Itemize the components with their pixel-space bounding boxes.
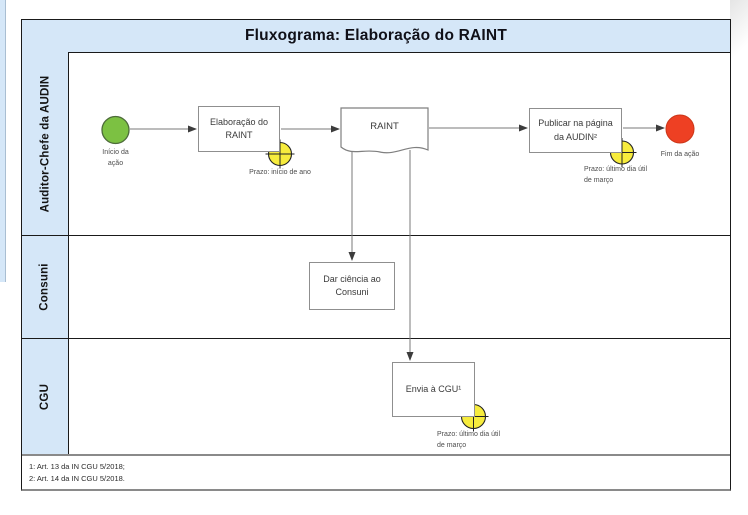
- lane-label-consuni: Consuni: [22, 236, 69, 338]
- timer-label-envia-cgu: Prazo: último dia útil de março: [437, 431, 501, 450]
- end-event-label: Fim da ação: [660, 151, 700, 158]
- task-elaboracao-raint: Elaboração do RAINT: [198, 106, 280, 152]
- footnotes-area: 1: Art. 13 da IN CGU 5/2018; 2: Art. 14 …: [22, 456, 730, 489]
- title-bar: Fluxograma: Elaboração do RAINT: [22, 20, 730, 53]
- footnote-2: 2: Art. 14 da IN CGU 5/2018.: [29, 474, 125, 483]
- adjacent-page-edge: [0, 0, 6, 282]
- timer-label-publicar: Prazo: último dia útil de março: [584, 166, 648, 185]
- task-envia-cgu: Envia à CGU¹: [392, 362, 475, 417]
- lane-label-text: Consuni: [39, 263, 51, 311]
- lane-consuni: Consuni: [22, 236, 730, 339]
- footnote-1: 1: Art. 13 da IN CGU 5/2018;: [29, 462, 125, 471]
- task-publicar-pagina-audin: Publicar na página da AUDIN²: [529, 108, 622, 153]
- document-raint-label: RAINT: [370, 120, 399, 132]
- start-event-label: Início da ação: [102, 149, 129, 168]
- lane-label-cgu: CGU: [22, 339, 69, 454]
- task-dar-ciencia-consuni: Dar ciência ao Consuni: [309, 262, 395, 310]
- lane-label-auditor-chefe-audin: Auditor-Chefe da AUDIN: [22, 52, 69, 235]
- lane-cgu: CGU: [22, 339, 730, 456]
- page-title: Fluxograma: Elaboração do RAINT: [245, 27, 507, 44]
- timer-label-inicio-ano: Prazo: início de ano: [249, 169, 311, 176]
- flowchart-frame: Fluxograma: Elaboração do RAINT Auditor-…: [21, 19, 731, 491]
- page-corner-shadow: [730, 0, 748, 70]
- lane-label-text: CGU: [39, 383, 51, 410]
- lane-auditor-chefe-audin: Auditor-Chefe da AUDIN: [22, 52, 730, 236]
- lane-label-text: Auditor-Chefe da AUDIN: [39, 75, 52, 212]
